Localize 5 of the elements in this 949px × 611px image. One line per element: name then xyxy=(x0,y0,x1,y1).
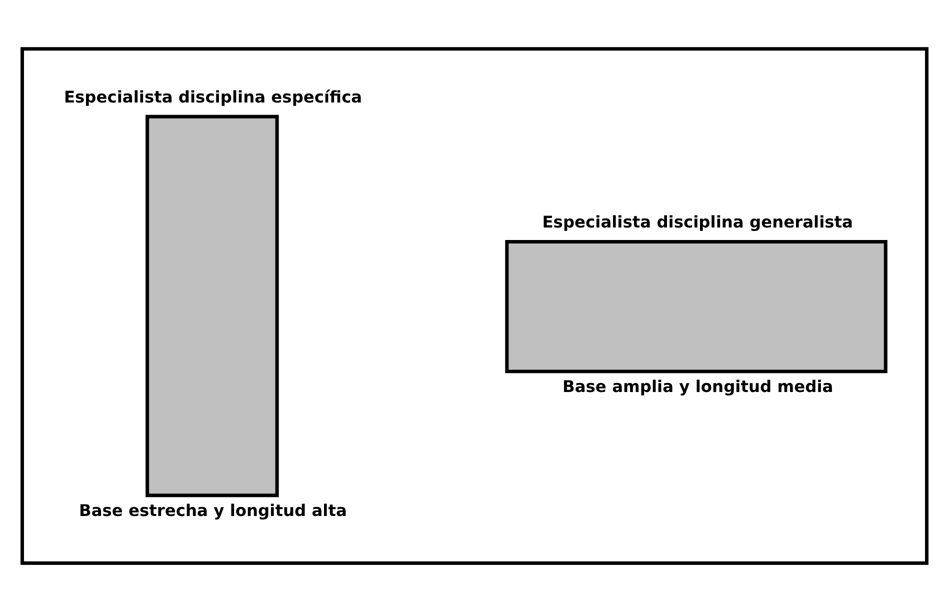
node-label: Especialista disciplina generalista xyxy=(542,212,853,231)
node-label: Especialista disciplina específica xyxy=(64,86,362,106)
node-label: Base amplia y longitud media xyxy=(562,376,834,396)
cluster xyxy=(20,46,928,564)
node-label: Base estrecha y longitud alta xyxy=(79,500,347,520)
